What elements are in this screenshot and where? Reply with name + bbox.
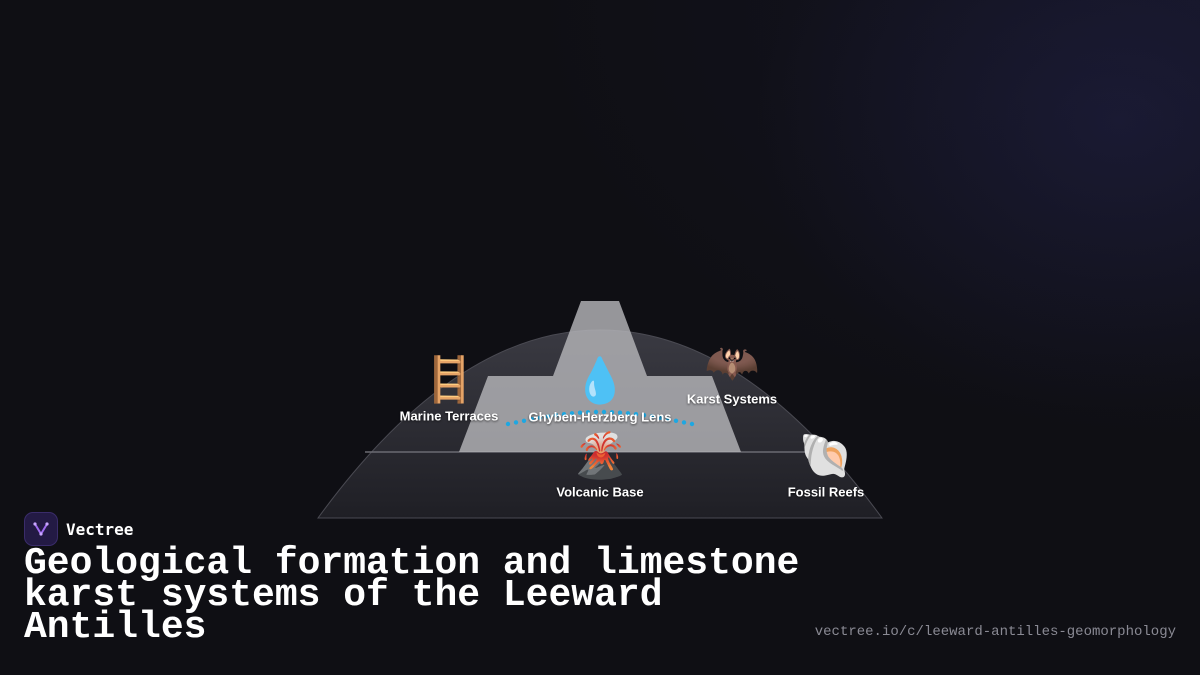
lens-dot xyxy=(673,418,679,423)
lens-dot xyxy=(569,411,575,416)
lens-dot xyxy=(665,417,671,422)
lens-dot xyxy=(577,410,583,415)
lens-dot xyxy=(689,421,695,427)
lens-dot xyxy=(505,421,511,427)
bat-icon: 🦇 xyxy=(704,337,760,389)
node-label: Ghyben-Herzberg Lens xyxy=(528,409,672,425)
vectree-logo-icon xyxy=(24,512,58,546)
page-title: Geological formation and limestone karst… xyxy=(24,542,800,649)
node-karst-systems: 🦇 Karst Systems xyxy=(686,337,778,407)
lens-dot xyxy=(657,415,663,420)
freshwater-lens-dots xyxy=(505,409,695,427)
node-label: Fossil Reefs xyxy=(787,484,865,500)
volcano-icon: 🌋 xyxy=(572,430,628,482)
lens-dot xyxy=(585,410,591,415)
lens-dot xyxy=(633,412,639,417)
brand-name: Vectree xyxy=(66,519,134,539)
lens-dot xyxy=(521,418,527,423)
lens-dot xyxy=(641,413,647,418)
node-volcanic-base: 🌋 Volcanic Base xyxy=(556,430,644,500)
lens-dot xyxy=(537,415,543,420)
lens-dot xyxy=(529,417,535,422)
lens-dot xyxy=(609,410,615,415)
lens-dot xyxy=(553,413,559,418)
lens-dot xyxy=(625,411,631,416)
node-marine-terraces: 🪜 Marine Terraces xyxy=(399,354,499,424)
shell-icon: 🐚 xyxy=(798,430,854,482)
lens-dot xyxy=(601,409,607,415)
node-ghyben-herzberg-lens: 💧 Ghyben-Herzberg Lens xyxy=(528,355,672,425)
lens-dot xyxy=(513,420,519,425)
lens-dot xyxy=(561,412,567,417)
lens-dot xyxy=(545,414,551,419)
page-url: vectree.io/c/leeward-antilles-geomorphol… xyxy=(814,624,1176,640)
lens-dot xyxy=(617,410,623,415)
ladder-icon: 🪜 xyxy=(421,354,477,406)
node-fossil-reefs: 🐚 Fossil Reefs xyxy=(787,430,865,500)
node-label: Volcanic Base xyxy=(556,484,644,500)
limestone-platform xyxy=(459,301,741,452)
lens-dot xyxy=(593,409,599,415)
brand: Vectree xyxy=(24,512,133,546)
lens-dot xyxy=(649,414,655,419)
lens-dot xyxy=(681,420,687,425)
water-drop-icon: 💧 xyxy=(572,355,628,407)
node-label: Karst Systems xyxy=(686,391,778,407)
node-label: Marine Terraces xyxy=(399,408,499,424)
